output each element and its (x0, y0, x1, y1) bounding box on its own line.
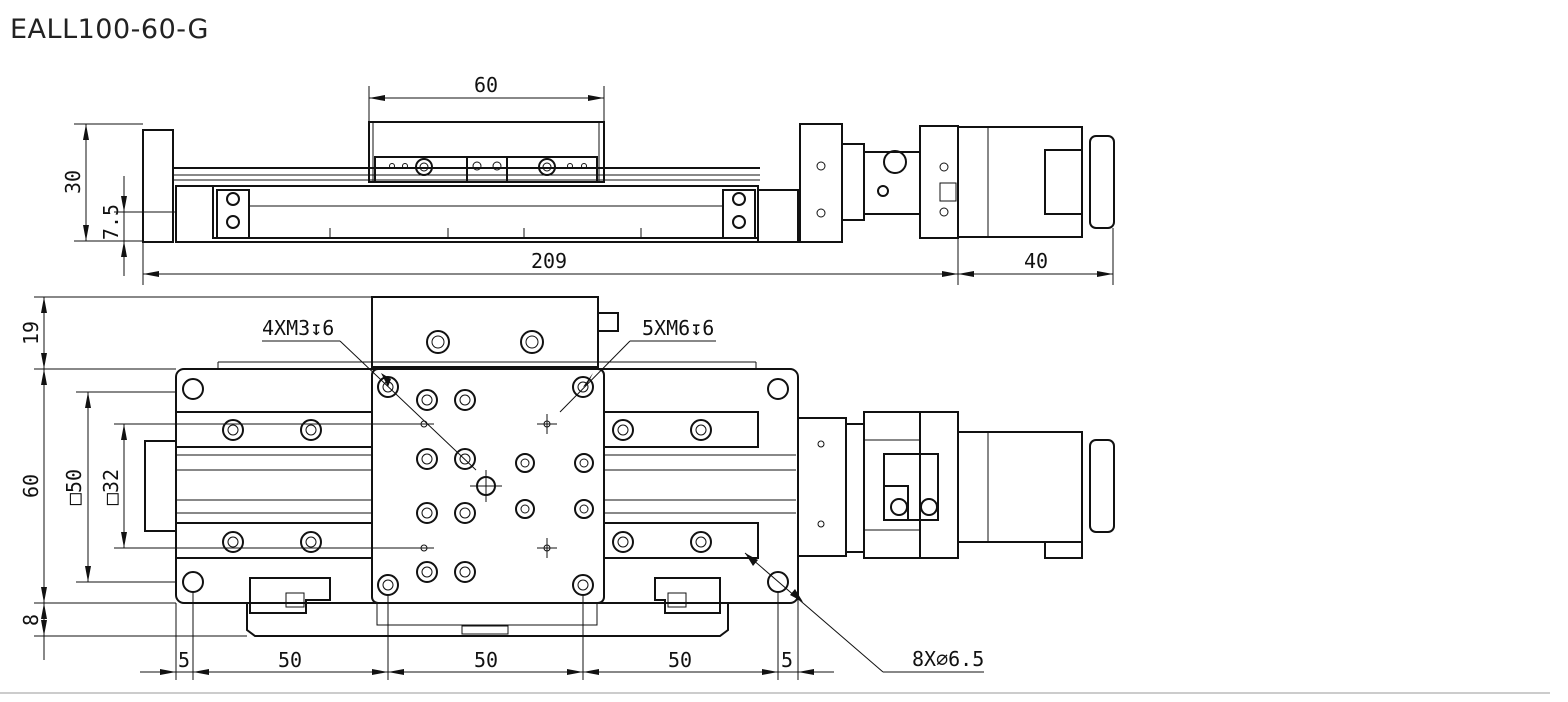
dim-base-height: 7.5 (99, 204, 123, 240)
callout-mount-holes: 8X⌀6.5 (912, 647, 984, 671)
dim-pitch-3: 50 (668, 648, 692, 672)
plan-view: 4XM3↧6 5XM6↧6 8X⌀6.5 19 60 8 □50 (19, 296, 1115, 680)
dim-length: 209 (531, 249, 567, 273)
dim-motor-length: 40 (1024, 249, 1048, 273)
dim-plate-width: 60 (19, 474, 43, 498)
dim-height: 30 (61, 170, 85, 194)
dim-pitch-edge-left: 5 (178, 648, 190, 672)
dim-pitch-1: 50 (278, 648, 302, 672)
dim-offset-top: 19 (19, 321, 43, 345)
dim-square-inner: □32 (99, 469, 123, 505)
side-view: 60 30 7.5 209 40 (61, 73, 1115, 285)
carriage-holes (377, 376, 594, 596)
dim-offset-bottom: 8 (19, 614, 43, 626)
callout-small-holes: 4XM3↧6 (262, 316, 334, 340)
part-number-title: EALL100-60-G (10, 14, 209, 45)
dim-pitch-edge-right: 5 (781, 648, 793, 672)
dim-pitch-2: 50 (474, 648, 498, 672)
dim-top-width: 60 (474, 73, 498, 97)
dim-square-outer: □50 (62, 469, 86, 505)
callout-large-holes: 5XM6↧6 (642, 316, 714, 340)
rail-screws (222, 419, 712, 553)
